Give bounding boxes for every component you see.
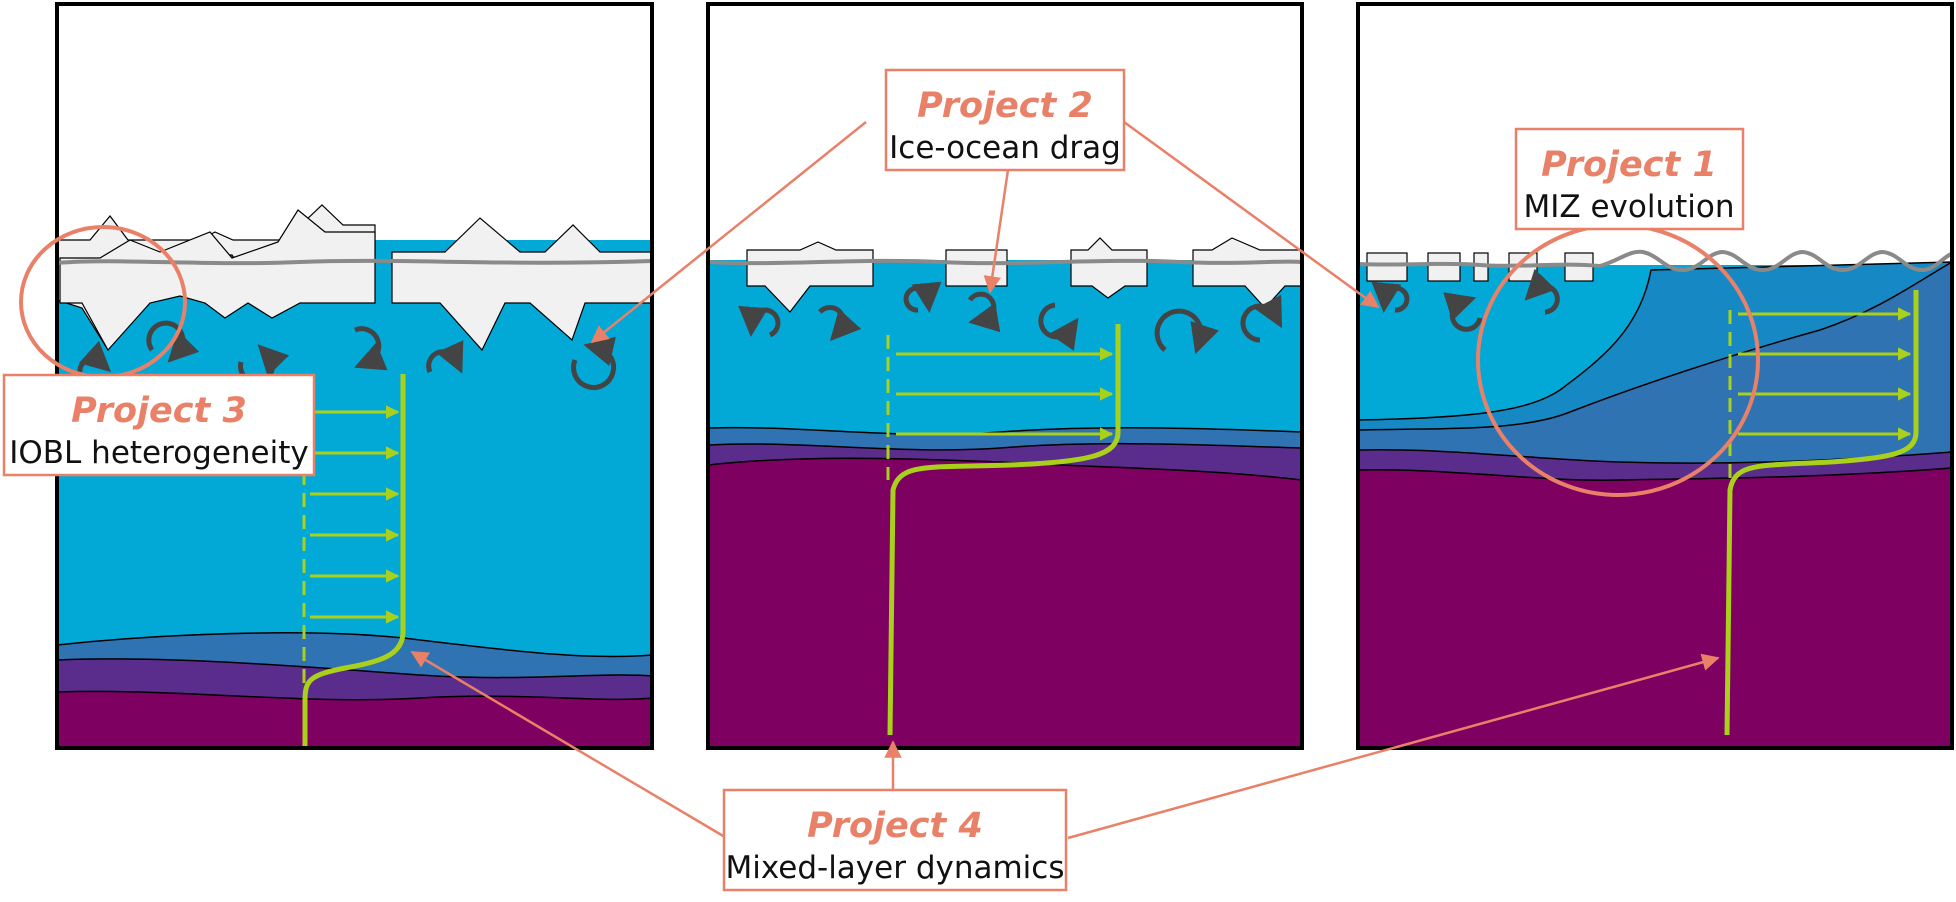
ice-floe: [746, 241, 874, 313]
ice-floe: [945, 249, 1008, 287]
deep-ocean-layer: [708, 457, 1302, 748]
ice-floe: [1070, 237, 1148, 299]
waterline: [708, 258, 1302, 266]
project1-title: Project 1: [1541, 145, 1717, 185]
project2-subtitle: Ice-ocean drag: [889, 130, 1121, 166]
label-project3: Project 3 IOBL heterogeneity: [2, 373, 316, 477]
pack-ice-floe: [391, 217, 652, 352]
panel-frame: [706, 2, 1304, 750]
project4-subtitle: Mixed-layer dynamics: [726, 850, 1065, 886]
project4-title: Project 4: [807, 806, 983, 846]
deep-ocean-layer: [1358, 467, 1952, 748]
annotation-connectors: [19, 120, 1760, 842]
velocity-profile: [887, 324, 1121, 736]
ocean-surface-waves: [1358, 249, 1952, 273]
velocity-arrow-icon: [896, 347, 1114, 441]
eddy-icon: [738, 281, 1283, 355]
panel-broken-ice: [706, 2, 1304, 750]
project1-subtitle: MIZ evolution: [1523, 189, 1734, 225]
eddy-icon: [77, 320, 616, 390]
label-project4: Project 4 Mixed-layer dynamics: [722, 788, 1068, 892]
velocity-profile: [1724, 290, 1919, 736]
project2-title: Project 2: [917, 86, 1093, 126]
velocity-arrow-icon: [1738, 307, 1912, 441]
waterline: [57, 258, 652, 266]
label-project2: Project 2 Ice-ocean drag: [884, 68, 1126, 172]
panel-marginal-ice-zone: [1356, 2, 1954, 750]
ice-floe: [1192, 237, 1302, 309]
eddy-icon: [1371, 268, 1560, 332]
ice-floe: [1366, 252, 1408, 282]
velocity-arrow-icon: [310, 405, 400, 624]
label-project1: Project 1 MIZ evolution: [1514, 127, 1745, 231]
project3-title: Project 3: [71, 391, 247, 431]
project3-subtitle: IOBL heterogeneity: [9, 435, 309, 471]
panel-pack-ice: [55, 2, 654, 750]
velocity-profile: [302, 374, 406, 746]
pack-ice-floe: [59, 209, 376, 352]
ice-floe: [1427, 252, 1461, 282]
panel-frame: [1356, 2, 1954, 750]
